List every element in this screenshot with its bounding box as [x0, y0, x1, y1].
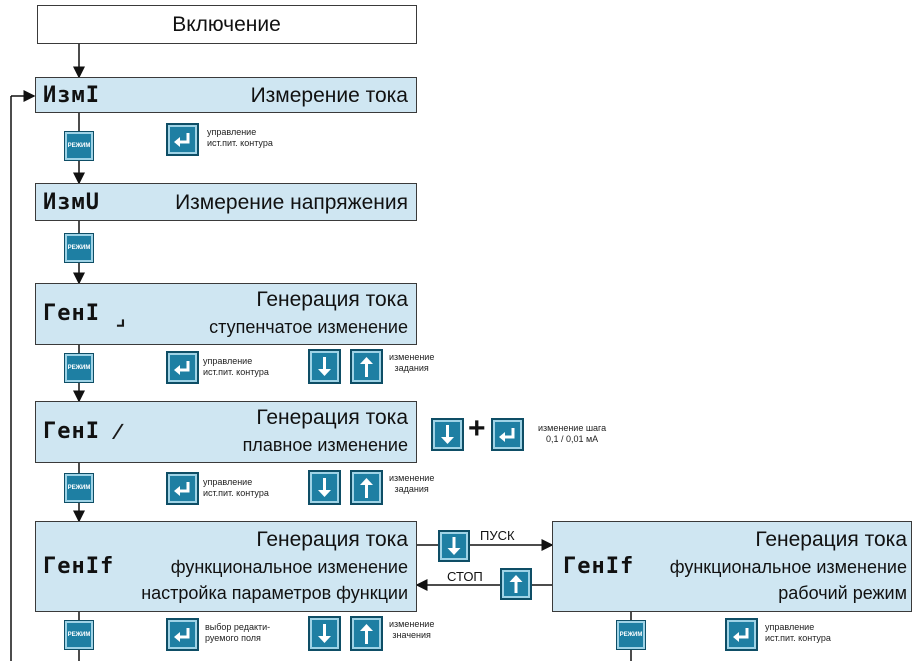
start-label: ПУСК	[480, 528, 515, 543]
state-voltage-measure: ИзмU Измерение напряжения	[35, 183, 417, 221]
state-title: Генерация тока	[256, 406, 408, 429]
start-down-key[interactable]	[438, 530, 470, 562]
display-code: ИзмI	[43, 83, 100, 108]
arrow-down-icon	[318, 478, 331, 497]
up-key[interactable]	[350, 616, 383, 651]
display-code: ГенIf	[563, 554, 635, 579]
mode-key[interactable]: РЕЖИМ	[64, 473, 94, 503]
enter-key[interactable]	[725, 618, 758, 651]
arrow-up-icon	[360, 478, 373, 498]
mode-key[interactable]: РЕЖИМ	[64, 131, 94, 161]
state-current-gen-func-run: ГенIf Генерация тока функциональное изме…	[552, 521, 912, 612]
enter-icon	[174, 361, 190, 375]
arrow-down-icon	[447, 537, 461, 555]
state-current-measure: ИзмI Измерение тока	[35, 77, 417, 113]
display-code: ГенI	[43, 301, 100, 326]
arrow-up-icon	[360, 357, 373, 377]
display-code: ГенIf	[43, 554, 115, 579]
arrow-down-icon	[318, 624, 331, 643]
enter-key[interactable]	[166, 618, 199, 651]
state-current-gen-smooth: ГенI ∕ Генерация тока плавное изменение	[35, 401, 417, 463]
step-icon: ⌟	[116, 308, 126, 330]
display-code: ИзмU	[43, 190, 100, 215]
state-title: Измерение напряжения	[175, 191, 408, 214]
enter-icon	[499, 428, 515, 442]
down-key[interactable]	[308, 616, 341, 651]
power-on-label: Включение	[172, 13, 281, 36]
state-current-gen-step: ГенI ⌟ Генерация тока ступенчатое измене…	[35, 283, 417, 345]
down-key[interactable]	[308, 470, 341, 505]
state-subtitle: функциональное изменение	[669, 557, 907, 577]
ramp-icon: ∕	[116, 419, 120, 444]
arrow-down-icon	[318, 357, 331, 376]
state-subtitle-2: рабочий режим	[778, 583, 907, 603]
enter-icon	[733, 628, 749, 642]
state-title: Генерация тока	[755, 528, 907, 551]
state-subtitle: ступенчатое изменение	[209, 317, 408, 337]
arrow-up-icon	[360, 624, 373, 644]
mode-key[interactable]: РЕЖИМ	[64, 353, 94, 383]
down-key[interactable]	[431, 418, 464, 451]
state-subtitle-2: настройка параметров функции	[141, 583, 408, 603]
enter-key[interactable]	[166, 351, 199, 384]
note-field-select: выбор редакти-руемого поля	[205, 622, 271, 643]
enter-key[interactable]	[166, 123, 199, 156]
mode-key[interactable]: РЕЖИМ	[64, 233, 94, 263]
down-key[interactable]	[308, 349, 341, 384]
up-key[interactable]	[350, 349, 383, 384]
mode-key[interactable]: РЕЖИМ	[616, 620, 646, 650]
enter-icon	[174, 628, 190, 642]
enter-key[interactable]	[491, 418, 524, 451]
arrow-down-icon	[441, 425, 454, 444]
state-subtitle: плавное изменение	[242, 435, 408, 455]
enter-icon	[174, 133, 190, 147]
stop-label: СТОП	[447, 569, 483, 584]
enter-key[interactable]	[166, 472, 199, 505]
state-title: Измерение тока	[250, 84, 408, 107]
power-on-box: Включение	[37, 5, 417, 44]
stop-up-key[interactable]	[500, 568, 532, 600]
up-key[interactable]	[350, 470, 383, 505]
enter-icon	[174, 482, 190, 496]
mode-key[interactable]: РЕЖИМ	[64, 620, 94, 650]
arrow-up-icon	[509, 575, 523, 593]
state-subtitle: функциональное изменение	[170, 557, 408, 577]
state-title: Генерация тока	[256, 288, 408, 311]
display-code: ГенI	[43, 419, 100, 444]
state-title: Генерация тока	[256, 528, 408, 551]
state-current-gen-func-setup: ГенIf Генерация тока функциональное изме…	[35, 521, 417, 612]
plus-sign: +	[468, 412, 486, 445]
